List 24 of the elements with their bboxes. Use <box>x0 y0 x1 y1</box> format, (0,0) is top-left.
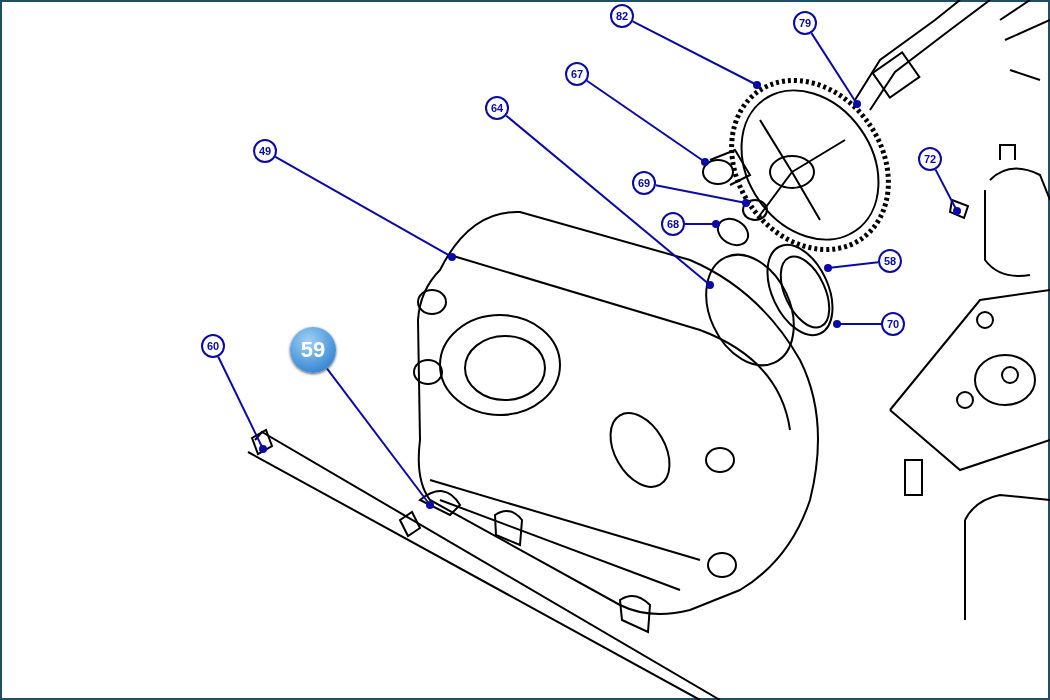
callout-number: 67 <box>565 62 589 86</box>
leader-line <box>833 320 882 328</box>
callout-number: 69 <box>632 171 656 195</box>
callout-number: 58 <box>878 249 902 273</box>
callout-number: 49 <box>253 139 277 163</box>
leader-line <box>654 184 750 207</box>
leader-line <box>684 220 720 228</box>
callout-number: 68 <box>661 212 685 236</box>
leader-line <box>505 114 714 289</box>
callout-number: 59 <box>290 327 336 373</box>
leader-line <box>934 168 961 215</box>
callout-number: 64 <box>485 96 509 120</box>
leader-line <box>274 155 456 261</box>
leader-line <box>325 367 434 509</box>
leader-line <box>631 20 761 89</box>
callout-number: 70 <box>881 312 905 336</box>
leader-line <box>217 355 267 453</box>
callout-number: 82 <box>610 4 634 28</box>
leader-line <box>824 261 880 272</box>
callout-number: 79 <box>793 11 817 35</box>
leader-line <box>810 32 861 108</box>
leader-line <box>585 79 709 166</box>
callout-number: 72 <box>918 147 942 171</box>
callout-number: 60 <box>201 334 225 358</box>
